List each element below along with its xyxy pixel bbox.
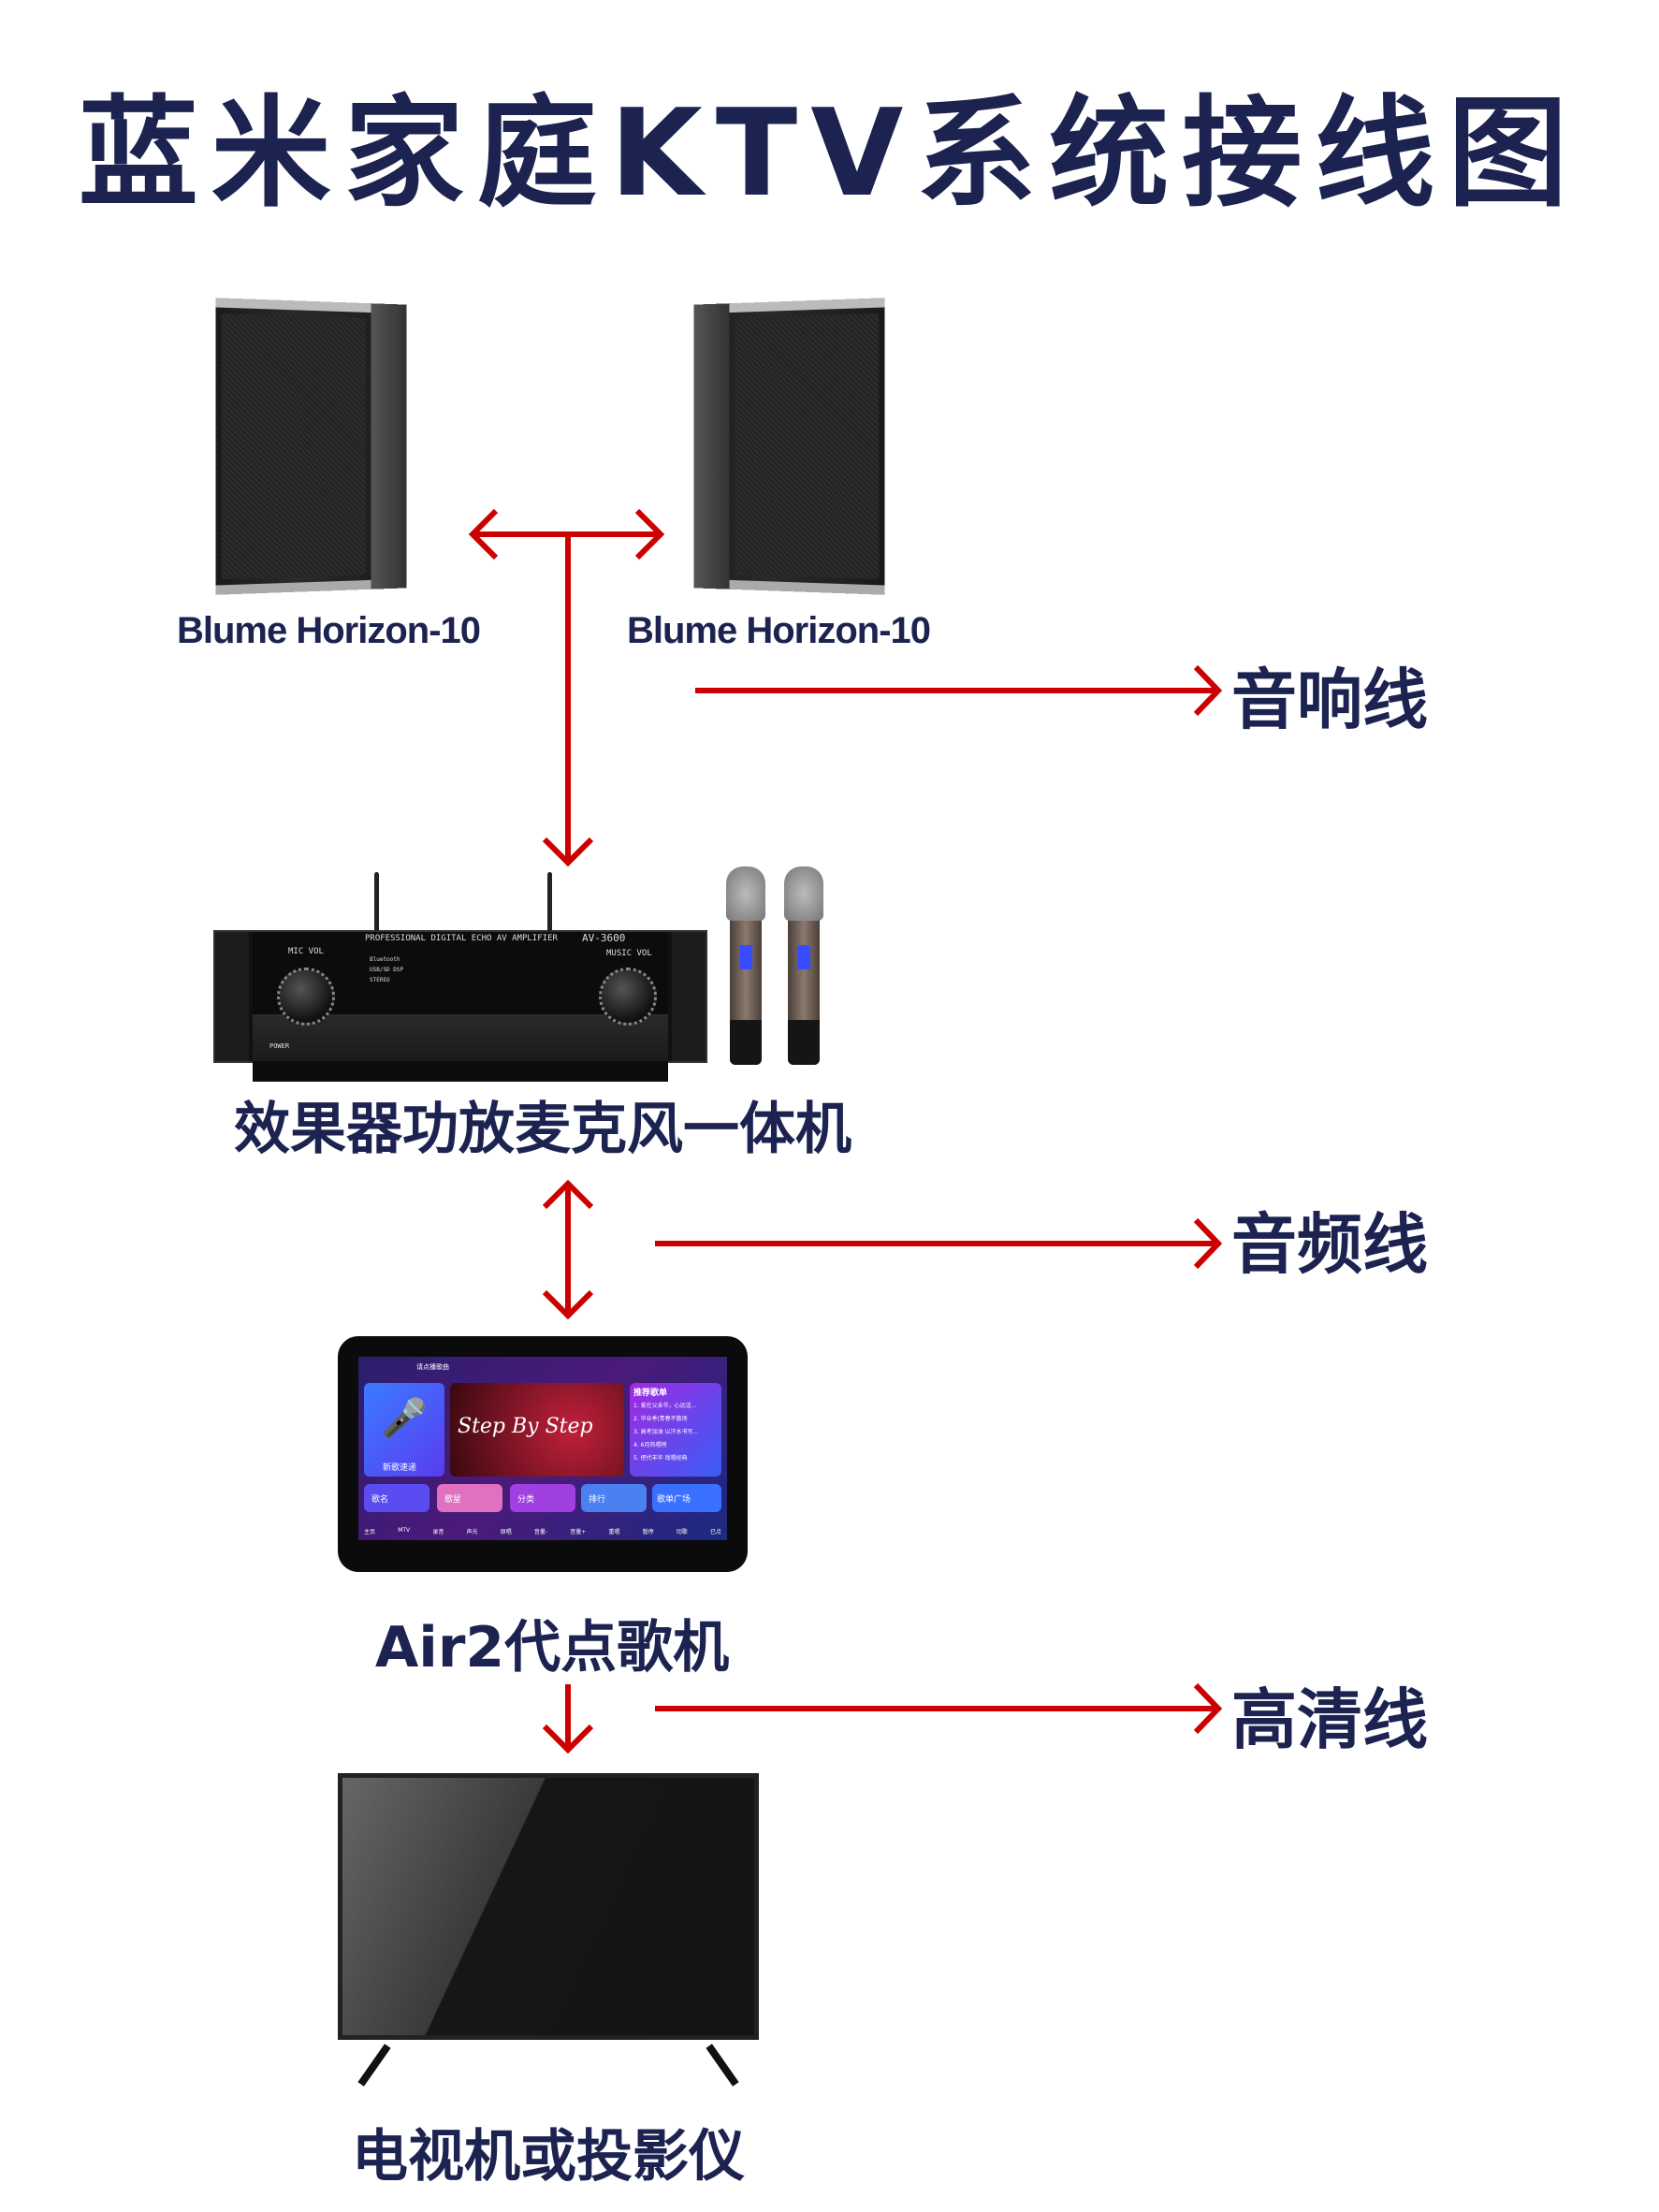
arrowhead-down [542, 1724, 594, 1754]
control-lighting[interactable]: 声光 [466, 1529, 478, 1535]
tile-new-songs[interactable]: 🎤 新歌速递 [364, 1383, 444, 1477]
amp-music-vol: MUSIC VOL [606, 949, 652, 958]
playlist-item[interactable]: 2. 毕业季|青春不散场 [633, 1416, 688, 1422]
speaker-right-label: Blume Horizon-10 [627, 610, 931, 651]
amplifier: PROFESSIONAL DIGITAL ECHO AV AMPLIFIER A… [213, 872, 707, 1082]
control-original[interactable]: 原唱 [500, 1529, 512, 1535]
television [338, 1773, 759, 2087]
playlist-item[interactable]: 3. 高考加油 以汗水书写... [633, 1429, 699, 1435]
tile-new-songs-label: 新歌速递 [383, 1463, 417, 1473]
amp-model: AV-3600 [582, 932, 626, 944]
amp-power: POWER [269, 1042, 290, 1050]
karaoke-player: 请点播歌曲 🎤 新歌速递 Step By Step 推荐歌单 1. 爱在父亲节，… [338, 1336, 748, 1572]
control-home[interactable]: 主页 [364, 1529, 376, 1535]
playlist-item[interactable]: 1. 爱在父亲节，心远话... [633, 1403, 697, 1409]
music-vol-knob [599, 968, 657, 1026]
category-genre[interactable]: 分类 [510, 1484, 575, 1512]
playlist-item[interactable]: 5. 把代丰华 戏唱经典 [633, 1455, 688, 1462]
banner[interactable]: Step By Step [450, 1383, 624, 1477]
control-next[interactable]: 切歌 [676, 1529, 688, 1535]
playlist-panel: 推荐歌单 1. 爱在父亲节，心远话... 2. 毕业季|青春不散场 3. 高考加… [630, 1383, 721, 1477]
page-title: 蓝米家庭KTV系统接线图 [78, 84, 1581, 224]
player-label: Air2代点歌机 [374, 1615, 730, 1681]
mic-vol-knob [277, 968, 335, 1026]
control-mtv[interactable]: MTV [398, 1527, 411, 1534]
audio-cable-label: 音频线 [1231, 1206, 1428, 1283]
hdmi-cable-label: 高清线 [1231, 1681, 1428, 1758]
arrowhead-left [468, 508, 499, 560]
banner-text: Step By Step [458, 1415, 593, 1438]
microphone-2 [784, 866, 823, 1065]
amp-mic-vol: MIC VOL [288, 947, 324, 956]
speaker-cable-label: 音响线 [1231, 662, 1428, 738]
control-pause[interactable]: 暂停 [642, 1529, 654, 1535]
arrowhead-down [542, 1289, 594, 1320]
control-vol-up[interactable]: 音量+ [570, 1529, 587, 1535]
arrowhead-down [542, 837, 594, 867]
control-queued[interactable]: 已点 [709, 1529, 721, 1535]
arrowhead-right [1193, 1682, 1223, 1735]
tv-label: 电视机或投影仪 [352, 2124, 745, 2190]
arrowhead-right [1193, 1217, 1223, 1270]
player-screen: 请点播歌曲 🎤 新歌速递 Step By Step 推荐歌单 1. 爱在父亲节，… [358, 1357, 727, 1540]
category-playlist-square[interactable]: 歌单广场 [652, 1484, 721, 1512]
amp-panel-title: PROFESSIONAL DIGITAL ECHO AV AMPLIFIER [365, 934, 558, 943]
control-replay[interactable]: 重唱 [608, 1529, 620, 1535]
control-record[interactable]: 录音 [432, 1529, 444, 1535]
arrowhead-up [542, 1179, 594, 1210]
amp-modes: Bluetooth USB/SD DSP STEREO [370, 956, 404, 983]
microphone-icon: 🎤 [381, 1397, 428, 1440]
category-song-name[interactable]: 歌名 [364, 1484, 429, 1512]
control-vol-down[interactable]: 音量- [533, 1529, 548, 1535]
arrowhead-right [1193, 664, 1223, 717]
control-bar: 主页 MTV 录音 声光 原唱 音量- 音量+ 重唱 暂停 切歌 已点 [364, 1527, 721, 1535]
amplifier-label: 效果器功放麦克风一体机 [234, 1097, 851, 1162]
arrowhead-right [634, 508, 665, 560]
playlist-item[interactable]: 4. 6月热唱榜 [633, 1442, 667, 1448]
category-singer[interactable]: 歌星 [437, 1484, 502, 1512]
screen-hint: 请点播歌曲 [416, 1363, 449, 1371]
playlist-title: 推荐歌单 [633, 1389, 668, 1398]
microphone-1 [726, 866, 765, 1065]
category-ranking[interactable]: 排行 [581, 1484, 647, 1512]
speaker-left-label: Blume Horizon-10 [177, 610, 481, 651]
